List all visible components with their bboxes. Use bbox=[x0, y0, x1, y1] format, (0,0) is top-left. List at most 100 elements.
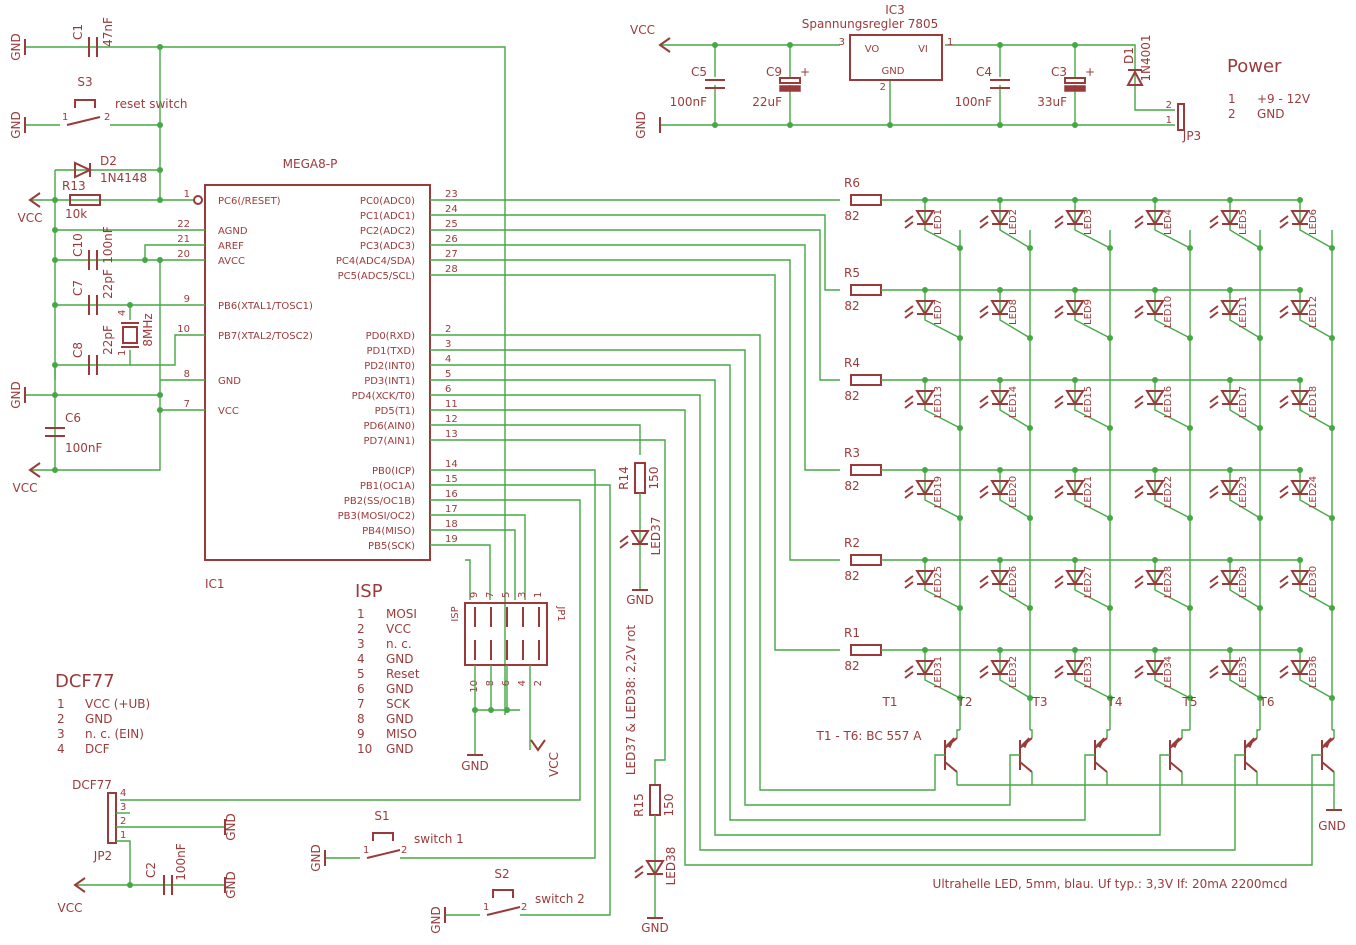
mcu-ref: IC1 bbox=[205, 577, 225, 591]
wire bbox=[430, 214, 840, 291]
wire bbox=[430, 379, 1170, 836]
led-led38 bbox=[634, 871, 644, 879]
junction bbox=[1187, 605, 1193, 611]
led-led9 bbox=[1054, 311, 1064, 319]
dcf77-pin-num: 1 bbox=[120, 830, 126, 841]
vcc-label: VCC bbox=[547, 752, 561, 777]
junction bbox=[52, 257, 58, 263]
led-led37 bbox=[630, 530, 650, 546]
resistor-r14 bbox=[634, 462, 646, 494]
vcc-label: VCC bbox=[58, 901, 83, 915]
led-led29 bbox=[1209, 581, 1219, 589]
gnd-label: GND bbox=[9, 111, 23, 139]
isp-pin-num: 5 bbox=[501, 592, 512, 598]
mcu-pin-vcc: VCC bbox=[218, 406, 239, 417]
switch-s2 bbox=[486, 906, 521, 916]
mcu-pinnum: 11 bbox=[445, 399, 458, 410]
dcf77-row-val: n. c. (EIN) bbox=[85, 727, 144, 741]
transistor-t6 bbox=[1321, 761, 1335, 773]
jp2-label: JP2 bbox=[93, 849, 112, 863]
wire bbox=[430, 484, 611, 916]
isp-row-val: GND bbox=[386, 652, 414, 666]
wire bbox=[25, 46, 506, 715]
led-led4 bbox=[1134, 221, 1144, 229]
led-led10 bbox=[1145, 300, 1165, 316]
mcu-pin-pd6ain0: PD6(AIN0) bbox=[363, 421, 415, 432]
led-led2 bbox=[979, 221, 989, 229]
vcc-label: VCC bbox=[13, 481, 38, 495]
led-led28 bbox=[1134, 581, 1144, 589]
transistor-t3 bbox=[1094, 761, 1108, 773]
vcc-label: VCC bbox=[630, 23, 655, 37]
gnd-label: GND bbox=[1318, 819, 1346, 833]
transistor-arrow bbox=[1095, 737, 1105, 749]
mcu-pinnum: 15 bbox=[445, 474, 458, 485]
wire bbox=[945, 44, 1175, 111]
led-led25 bbox=[904, 575, 914, 583]
power-row-num: 1 bbox=[1228, 92, 1236, 106]
gnd-label: GND bbox=[429, 906, 443, 934]
cap-elko bbox=[1064, 85, 1086, 92]
resistor-r2-value: 82 bbox=[844, 569, 859, 583]
cap-c1-name: C1 bbox=[71, 24, 85, 40]
led-led31 bbox=[915, 660, 935, 676]
switch-s1 bbox=[372, 832, 394, 841]
led-led6 bbox=[1279, 215, 1289, 223]
led-led38 bbox=[645, 860, 665, 876]
vcc-symbol bbox=[28, 462, 41, 478]
led-led25-label: LED25 bbox=[933, 566, 944, 598]
wire bbox=[430, 409, 1322, 866]
resistor-r14-name: R14 bbox=[617, 466, 631, 490]
led-led15 bbox=[1054, 395, 1064, 403]
junction bbox=[1027, 515, 1033, 521]
resistor-r13-value: 10k bbox=[65, 207, 87, 221]
mcu-pinnum: 12 bbox=[445, 414, 458, 425]
led-led29 bbox=[1220, 570, 1240, 586]
led-led14 bbox=[990, 390, 1010, 406]
resistor-r4-value: 82 bbox=[844, 389, 859, 403]
junction bbox=[142, 257, 148, 263]
led-led37 bbox=[619, 541, 629, 549]
wire bbox=[430, 364, 1095, 821]
resistor-r1-value: 82 bbox=[844, 659, 859, 673]
mcu-pinnum: 26 bbox=[445, 234, 458, 245]
dcf77-row-num: 3 bbox=[57, 727, 65, 741]
led-led11 bbox=[1220, 300, 1240, 316]
cap-elko bbox=[779, 77, 801, 84]
wire bbox=[430, 259, 840, 561]
switch-s2-label: switch 2 bbox=[535, 892, 585, 906]
wire bbox=[430, 334, 945, 791]
mcu-pinnum: 20 bbox=[177, 249, 190, 260]
mcu-pinnum: 18 bbox=[445, 519, 458, 530]
inverted-pin bbox=[193, 195, 203, 205]
dcf77-pin-num: 2 bbox=[120, 816, 126, 827]
junction bbox=[1329, 605, 1335, 611]
transistor-t5-label: T5 bbox=[1182, 695, 1198, 709]
isp-row-val: MISO bbox=[386, 727, 417, 741]
resistor-r5-name: R5 bbox=[844, 266, 860, 280]
junction bbox=[1257, 515, 1263, 521]
led-led33 bbox=[1054, 671, 1064, 679]
mcu-pinnum: 25 bbox=[445, 219, 458, 230]
switch-s3 bbox=[74, 99, 96, 108]
mcu-pinnum: 28 bbox=[445, 264, 458, 275]
junction bbox=[157, 167, 163, 173]
led-led30-label: LED30 bbox=[1308, 566, 1319, 598]
led-led29-label: LED29 bbox=[1238, 566, 1249, 598]
led-led15-label: LED15 bbox=[1083, 386, 1094, 418]
crystal-q1-value: 8MHz bbox=[141, 313, 155, 346]
led-led35 bbox=[1220, 660, 1240, 676]
mcu-pin-pb7xtal2tosc2: PB7(XTAL2/TOSC2) bbox=[218, 331, 313, 342]
resistor-r15 bbox=[649, 784, 661, 816]
power-row-num: 2 bbox=[1228, 107, 1236, 121]
mcu-pinnum: 4 bbox=[445, 354, 451, 365]
wire bbox=[400, 469, 596, 859]
mcu-pin-pb6xtal1tosc1: PB6(XTAL1/TOSC1) bbox=[218, 301, 313, 312]
led-led34 bbox=[1145, 660, 1165, 676]
jp3-name: JP3 bbox=[1182, 129, 1201, 143]
power-title: Power bbox=[1227, 56, 1282, 77]
mcu-pin-pd4xckt0: PD4(XCK/T0) bbox=[352, 391, 415, 402]
jp3-pin2: 2 bbox=[1166, 100, 1172, 111]
mcu-pin-pb1oc1a: PB1(OC1A) bbox=[360, 481, 415, 492]
cap-plus-sign: + bbox=[800, 65, 810, 79]
